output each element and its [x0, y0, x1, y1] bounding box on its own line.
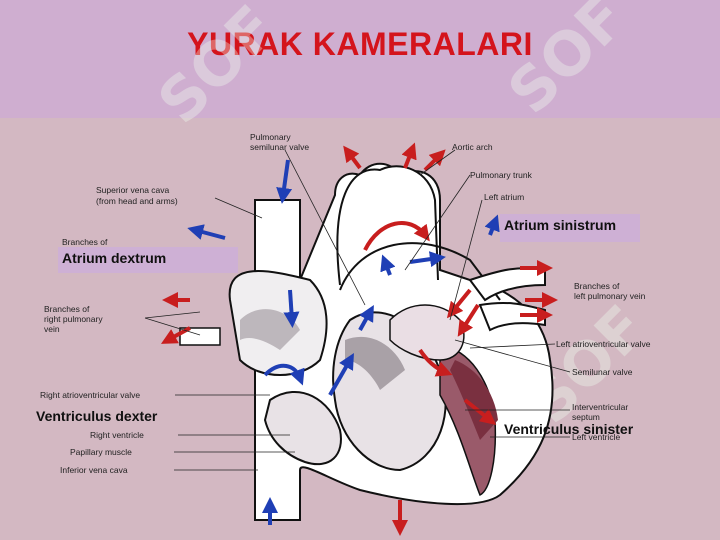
label-right-pulmonary-vein: Branches of [44, 304, 90, 314]
latin-label-atrium-sinistrum: Atrium sinistrum [500, 214, 640, 242]
label-right-ventricle: Right ventricle [90, 430, 144, 440]
label-semilunar-valve: Semilunar valve [572, 367, 633, 377]
label-interventricular-septum: Interventricular [572, 402, 628, 412]
label-pulmonary-semilunar-valve-2: semilunar valve [250, 142, 309, 152]
label-pulmonary-semilunar-valve: Pulmonary [250, 132, 291, 142]
label-right-pulmonary-vein-3: vein [44, 324, 60, 334]
label-inferior-vena-cava: Inferior vena cava [60, 465, 128, 475]
label-aortic-arch: Aortic arch [452, 142, 493, 152]
label-left-atrium: Left atrium [484, 192, 524, 202]
label-left-av-valve: Left atrioventricular valve [556, 339, 651, 349]
label-left-pulmonary-vein-2: left pulmonary vein [574, 291, 646, 301]
label-papillary-muscle: Papillary muscle [70, 447, 132, 457]
latin-label-atrium-dextrum: Atrium dextrum [58, 247, 238, 273]
label-pulmonary-trunk: Pulmonary trunk [470, 170, 533, 180]
latin-label-ventriculus-sinister: Ventriculus sinister [500, 418, 660, 440]
label-superior-vena-cava-2: (from head and arms) [96, 196, 178, 206]
label-superior-vena-cava: Superior vena cava [96, 185, 170, 195]
label-branches-of: Branches of [62, 237, 108, 247]
label-right-av-valve: Right atrioventricular valve [40, 390, 140, 400]
label-right-pulmonary-vein-2: right pulmonary [44, 314, 103, 324]
latin-label-ventriculus-dexter: Ventriculus dexter [32, 405, 182, 427]
label-left-pulmonary-vein: Branches of [574, 281, 620, 291]
